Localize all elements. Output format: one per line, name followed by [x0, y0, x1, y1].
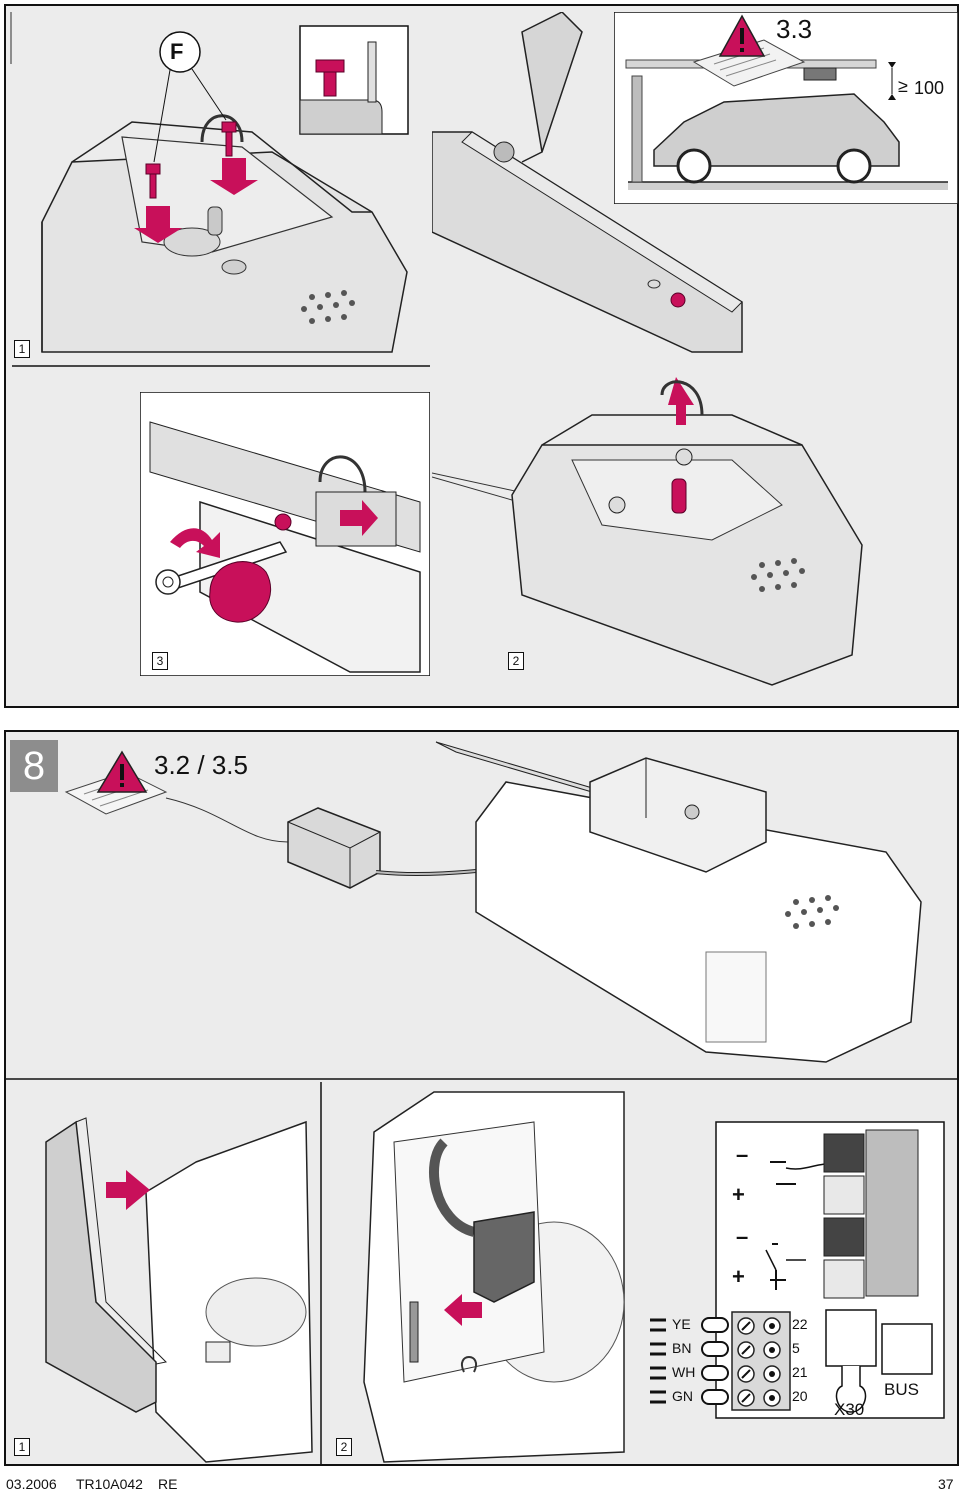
garage-car-clearance-illustration	[613, 11, 959, 205]
footer-page-number: 37	[938, 1476, 954, 1492]
polarity-minus-1: –	[736, 1142, 749, 1167]
step8-panel-1	[6, 1082, 322, 1464]
sensor-box	[287, 807, 381, 889]
wire-code-ye: YE	[672, 1316, 691, 1332]
rotate-arrow-icon	[170, 528, 220, 558]
polarity-plus-1: +	[732, 1182, 745, 1207]
footer-language: RE	[158, 1476, 178, 1492]
step7-sublabel-1: 1	[14, 340, 30, 358]
clearance-detail-panel	[613, 11, 959, 205]
step8-ref-section: 3.2 / 3.5	[154, 750, 248, 780]
cover-removal-illustration	[45, 1082, 322, 1464]
footer-doc-code: TR10A042	[76, 1476, 143, 1492]
push-arrow-icon	[106, 1170, 150, 1210]
rail-illustration	[431, 11, 743, 353]
step8-number: 8	[10, 740, 58, 792]
motor-with-sensor-illustration	[6, 741, 957, 1080]
step8-panel-2	[324, 1082, 640, 1464]
wire-code-gn: GN	[672, 1388, 693, 1404]
step7-panel-3	[139, 391, 431, 677]
step8-sublabel-2: 2	[336, 1438, 352, 1456]
step7-ref-section: 3.3	[776, 14, 813, 44]
step7-rail-illustration	[431, 11, 954, 372]
wire-code-bn: BN	[672, 1340, 692, 1356]
motor-unit-mount-illustration	[431, 377, 863, 686]
footer-date: 03.2006	[6, 1476, 57, 1492]
bus-label: BUS	[884, 1380, 919, 1399]
step7-panel-1	[12, 12, 430, 367]
connector-x30-label: X30	[834, 1400, 865, 1419]
step7-sublabel-2: 2	[508, 652, 524, 670]
clearance-value: 100	[914, 78, 945, 98]
terminal-22: 22	[792, 1316, 808, 1332]
step8-sublabel-1: 1	[14, 1438, 30, 1456]
step8-top-panel	[6, 732, 957, 1080]
wiring-diagram	[646, 1120, 948, 1420]
wire-code-wh: WH	[672, 1364, 696, 1380]
polarity-minus-2: –	[736, 1224, 749, 1249]
motor-unit-top-illustration	[12, 12, 430, 367]
polarity-plus-2: +	[732, 1264, 745, 1289]
lift-arrow-icon	[668, 377, 694, 425]
terminal-21: 21	[792, 1364, 808, 1380]
wiring-diagram-graphic	[650, 1121, 945, 1419]
wrench-tightening-illustration	[139, 391, 431, 677]
step7-callout-letter: F	[170, 39, 184, 64]
step7-sublabel-3: 3	[152, 652, 168, 670]
clearance-symbol: ≥	[898, 76, 908, 96]
terminal-20: 20	[792, 1388, 808, 1404]
step7-panel-2	[431, 375, 954, 695]
terminal-5: 5	[792, 1340, 800, 1356]
connector-plug-illustration	[363, 1091, 625, 1463]
